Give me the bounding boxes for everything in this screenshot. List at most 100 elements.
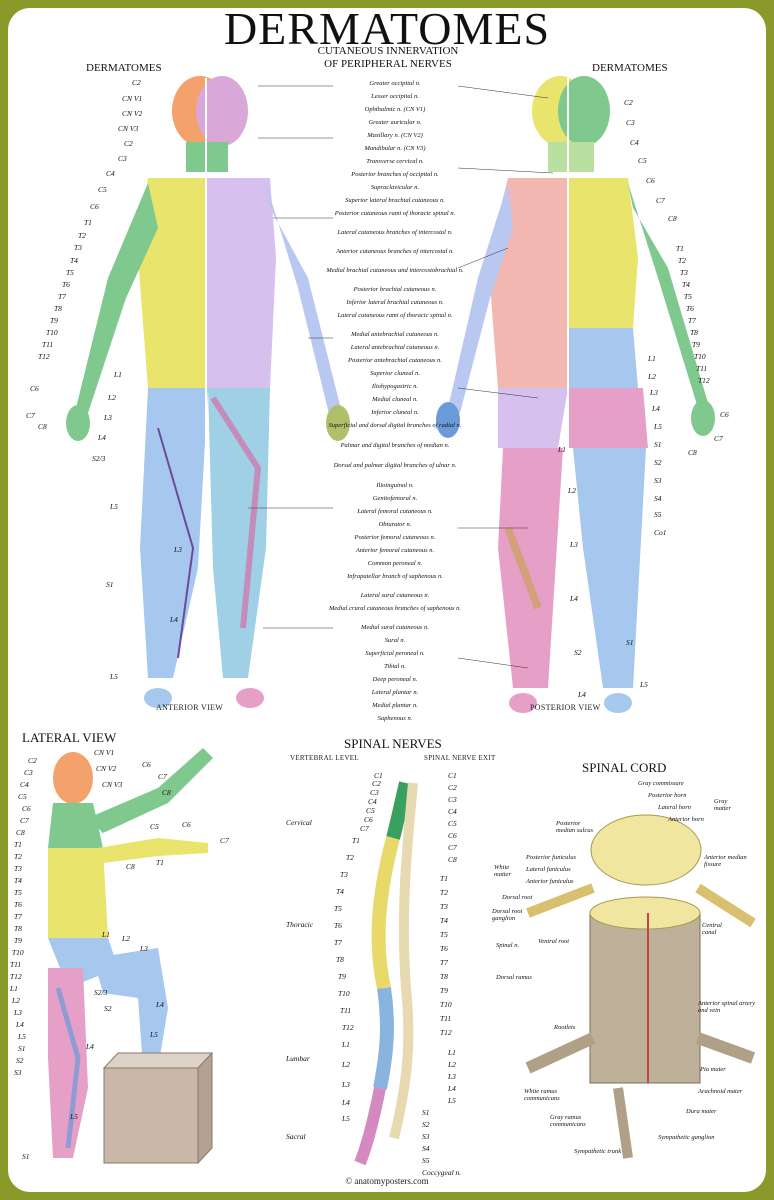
nerve-label: Superficial and dorsal digital branches … bbox=[328, 422, 462, 429]
nerve-exit-label: T11 bbox=[440, 1014, 452, 1023]
nerve-label: Genitofemoral n. bbox=[372, 495, 418, 502]
nerve-exit-label: T5 bbox=[440, 930, 448, 939]
nerve-exit-label: C7 bbox=[448, 843, 457, 852]
dermatome-label: T10 bbox=[46, 328, 58, 337]
page-title: DERMATOMES bbox=[223, 8, 551, 54]
vertebra-label: C5 bbox=[366, 806, 375, 815]
cord-label: Posterior funiculus bbox=[526, 854, 577, 861]
spinal-nerve-exit-header: SPINAL NERVE EXIT bbox=[424, 754, 496, 762]
nerve-label: Obturator n. bbox=[378, 521, 412, 528]
nerve-exit-label: L4 bbox=[448, 1084, 456, 1093]
nerve-label: Iliohypogastric n. bbox=[371, 383, 419, 390]
cord-label: Anterior median fissure bbox=[704, 854, 747, 868]
vertebra-label: C1 bbox=[374, 771, 383, 780]
dermatome-label: S2 bbox=[574, 648, 582, 657]
nerve-label: Posterior cutaneous rami of thoracic spi… bbox=[334, 210, 456, 217]
dermatome-label: L2 bbox=[108, 393, 116, 402]
dermatome-label: T7 bbox=[14, 912, 22, 921]
nerve-label: Ilioinguinal n. bbox=[376, 482, 414, 489]
dermatome-label: C6 bbox=[90, 202, 99, 211]
dermatome-label: C7 bbox=[26, 411, 35, 420]
dermatome-label: T12 bbox=[10, 972, 22, 981]
dermatome-label: C7 bbox=[656, 196, 665, 205]
dermatome-label: S1 bbox=[22, 1152, 30, 1161]
nerve-exit-label: S4 bbox=[422, 1144, 430, 1153]
dermatome-label: L5 bbox=[654, 422, 662, 431]
nerve-label: Medial brachial cutaneous and intercosto… bbox=[326, 267, 464, 274]
dermatome-label: CN V3 bbox=[102, 780, 123, 789]
posterior-figure bbox=[436, 76, 715, 713]
nerve-exit-label: T8 bbox=[440, 972, 448, 981]
dermatome-label: L4 bbox=[570, 594, 578, 603]
dermatome-label: T2 bbox=[78, 231, 86, 240]
dermatome-label: T5 bbox=[684, 292, 692, 301]
dermatome-label: T6 bbox=[14, 900, 22, 909]
dermatome-label: C8 bbox=[126, 862, 135, 871]
nerve-label: Inferior lateral brachial cutaneous n. bbox=[346, 299, 444, 306]
dermatome-label: C7 bbox=[220, 836, 229, 845]
dermatome-label: T9 bbox=[50, 316, 58, 325]
posterior-view-label: POSTERIOR VIEW bbox=[530, 703, 601, 712]
nerve-label: Sural n. bbox=[384, 637, 406, 644]
dermatome-label: S5 bbox=[654, 510, 662, 519]
dermatome-label: S2 bbox=[16, 1056, 24, 1065]
dermatome-label: L3 bbox=[14, 1008, 22, 1017]
dermatome-label: C5 bbox=[150, 822, 159, 831]
region-cervical: Cervical bbox=[286, 818, 312, 827]
cord-label: Posterior horn bbox=[648, 792, 687, 799]
dermatome-label: S2/3 bbox=[94, 988, 108, 997]
dermatome-label: T10 bbox=[12, 948, 24, 957]
dermatome-label: T7 bbox=[688, 316, 696, 325]
poster: DERMATOMES DERMATOMES CUTANEOUS INNERVAT… bbox=[8, 8, 766, 1192]
cord-label: Posterior median sulcus bbox=[556, 820, 594, 834]
nerve-label: Inferior cluneal n. bbox=[371, 409, 419, 416]
dermatome-label: S1 bbox=[18, 1044, 26, 1053]
cord-label: Ventral root bbox=[538, 938, 569, 945]
dermatome-label: T12 bbox=[38, 352, 50, 361]
lateral-view-title: LATERAL VIEW bbox=[22, 730, 117, 745]
region-sacral: Sacral bbox=[286, 1132, 306, 1141]
anterior-figure bbox=[66, 76, 350, 708]
header-dermatomes-left: DERMATOMES bbox=[86, 62, 162, 74]
cord-label: Anterior horn bbox=[668, 816, 704, 823]
dermatome-label: T3 bbox=[74, 243, 82, 252]
nerve-exit-label: T10 bbox=[440, 1000, 452, 1009]
nerve-exit-label: T7 bbox=[440, 958, 448, 967]
dermatome-label: S2 bbox=[654, 458, 662, 467]
nerve-exit-label: L5 bbox=[448, 1096, 456, 1105]
nerve-exit-label: C4 bbox=[448, 807, 457, 816]
nerve-label: Lateral femoral cutaneous n. bbox=[357, 508, 433, 515]
cord-label: Spinal n. bbox=[496, 942, 520, 949]
vertebra-label: T6 bbox=[334, 921, 342, 930]
dermatome-label: C6 bbox=[646, 176, 655, 185]
dermatome-label: C8 bbox=[16, 828, 25, 837]
vertebra-label: L1 bbox=[342, 1040, 350, 1049]
dermatome-label: L2 bbox=[122, 934, 130, 943]
nerve-exit-label: C6 bbox=[448, 831, 457, 840]
nerve-label: Saphenous n. bbox=[377, 715, 413, 722]
vertebra-label: T4 bbox=[336, 887, 344, 896]
vertebra-label: C4 bbox=[368, 797, 377, 806]
nerve-exit-label: T6 bbox=[440, 944, 448, 953]
dermatome-label: CN V1 bbox=[94, 748, 115, 757]
nerve-exit-label: L1 bbox=[448, 1048, 456, 1057]
dermatome-label: S1 bbox=[106, 580, 114, 589]
nerve-label: Medial sural cutaneous n. bbox=[361, 624, 429, 631]
cord-label: Gray matter bbox=[714, 798, 731, 812]
nerve-exit-label: T4 bbox=[440, 916, 448, 925]
nerve-label: Posterior femoral cutaneous n. bbox=[354, 534, 436, 541]
leader-lines bbox=[248, 85, 554, 669]
vertebra-label: T5 bbox=[334, 904, 342, 913]
nerve-exit-label: T2 bbox=[440, 888, 448, 897]
dermatome-label: C3 bbox=[626, 118, 635, 127]
dermatome-label: L1 bbox=[10, 984, 18, 993]
dermatome-label: L1 bbox=[114, 370, 122, 379]
nerve-exit-label: L3 bbox=[448, 1072, 456, 1081]
nerve-label: Lateral plantar n. bbox=[371, 689, 419, 696]
cord-label: Sympathetic ganglion bbox=[658, 1134, 715, 1141]
nerve-label: Medial antebrachial cutaneous n. bbox=[351, 331, 439, 338]
dermatome-label: S3 bbox=[654, 476, 662, 485]
dermatome-label: T2 bbox=[678, 256, 686, 265]
vertebra-label: T9 bbox=[338, 972, 346, 981]
vertebra-label: L4 bbox=[342, 1098, 350, 1107]
